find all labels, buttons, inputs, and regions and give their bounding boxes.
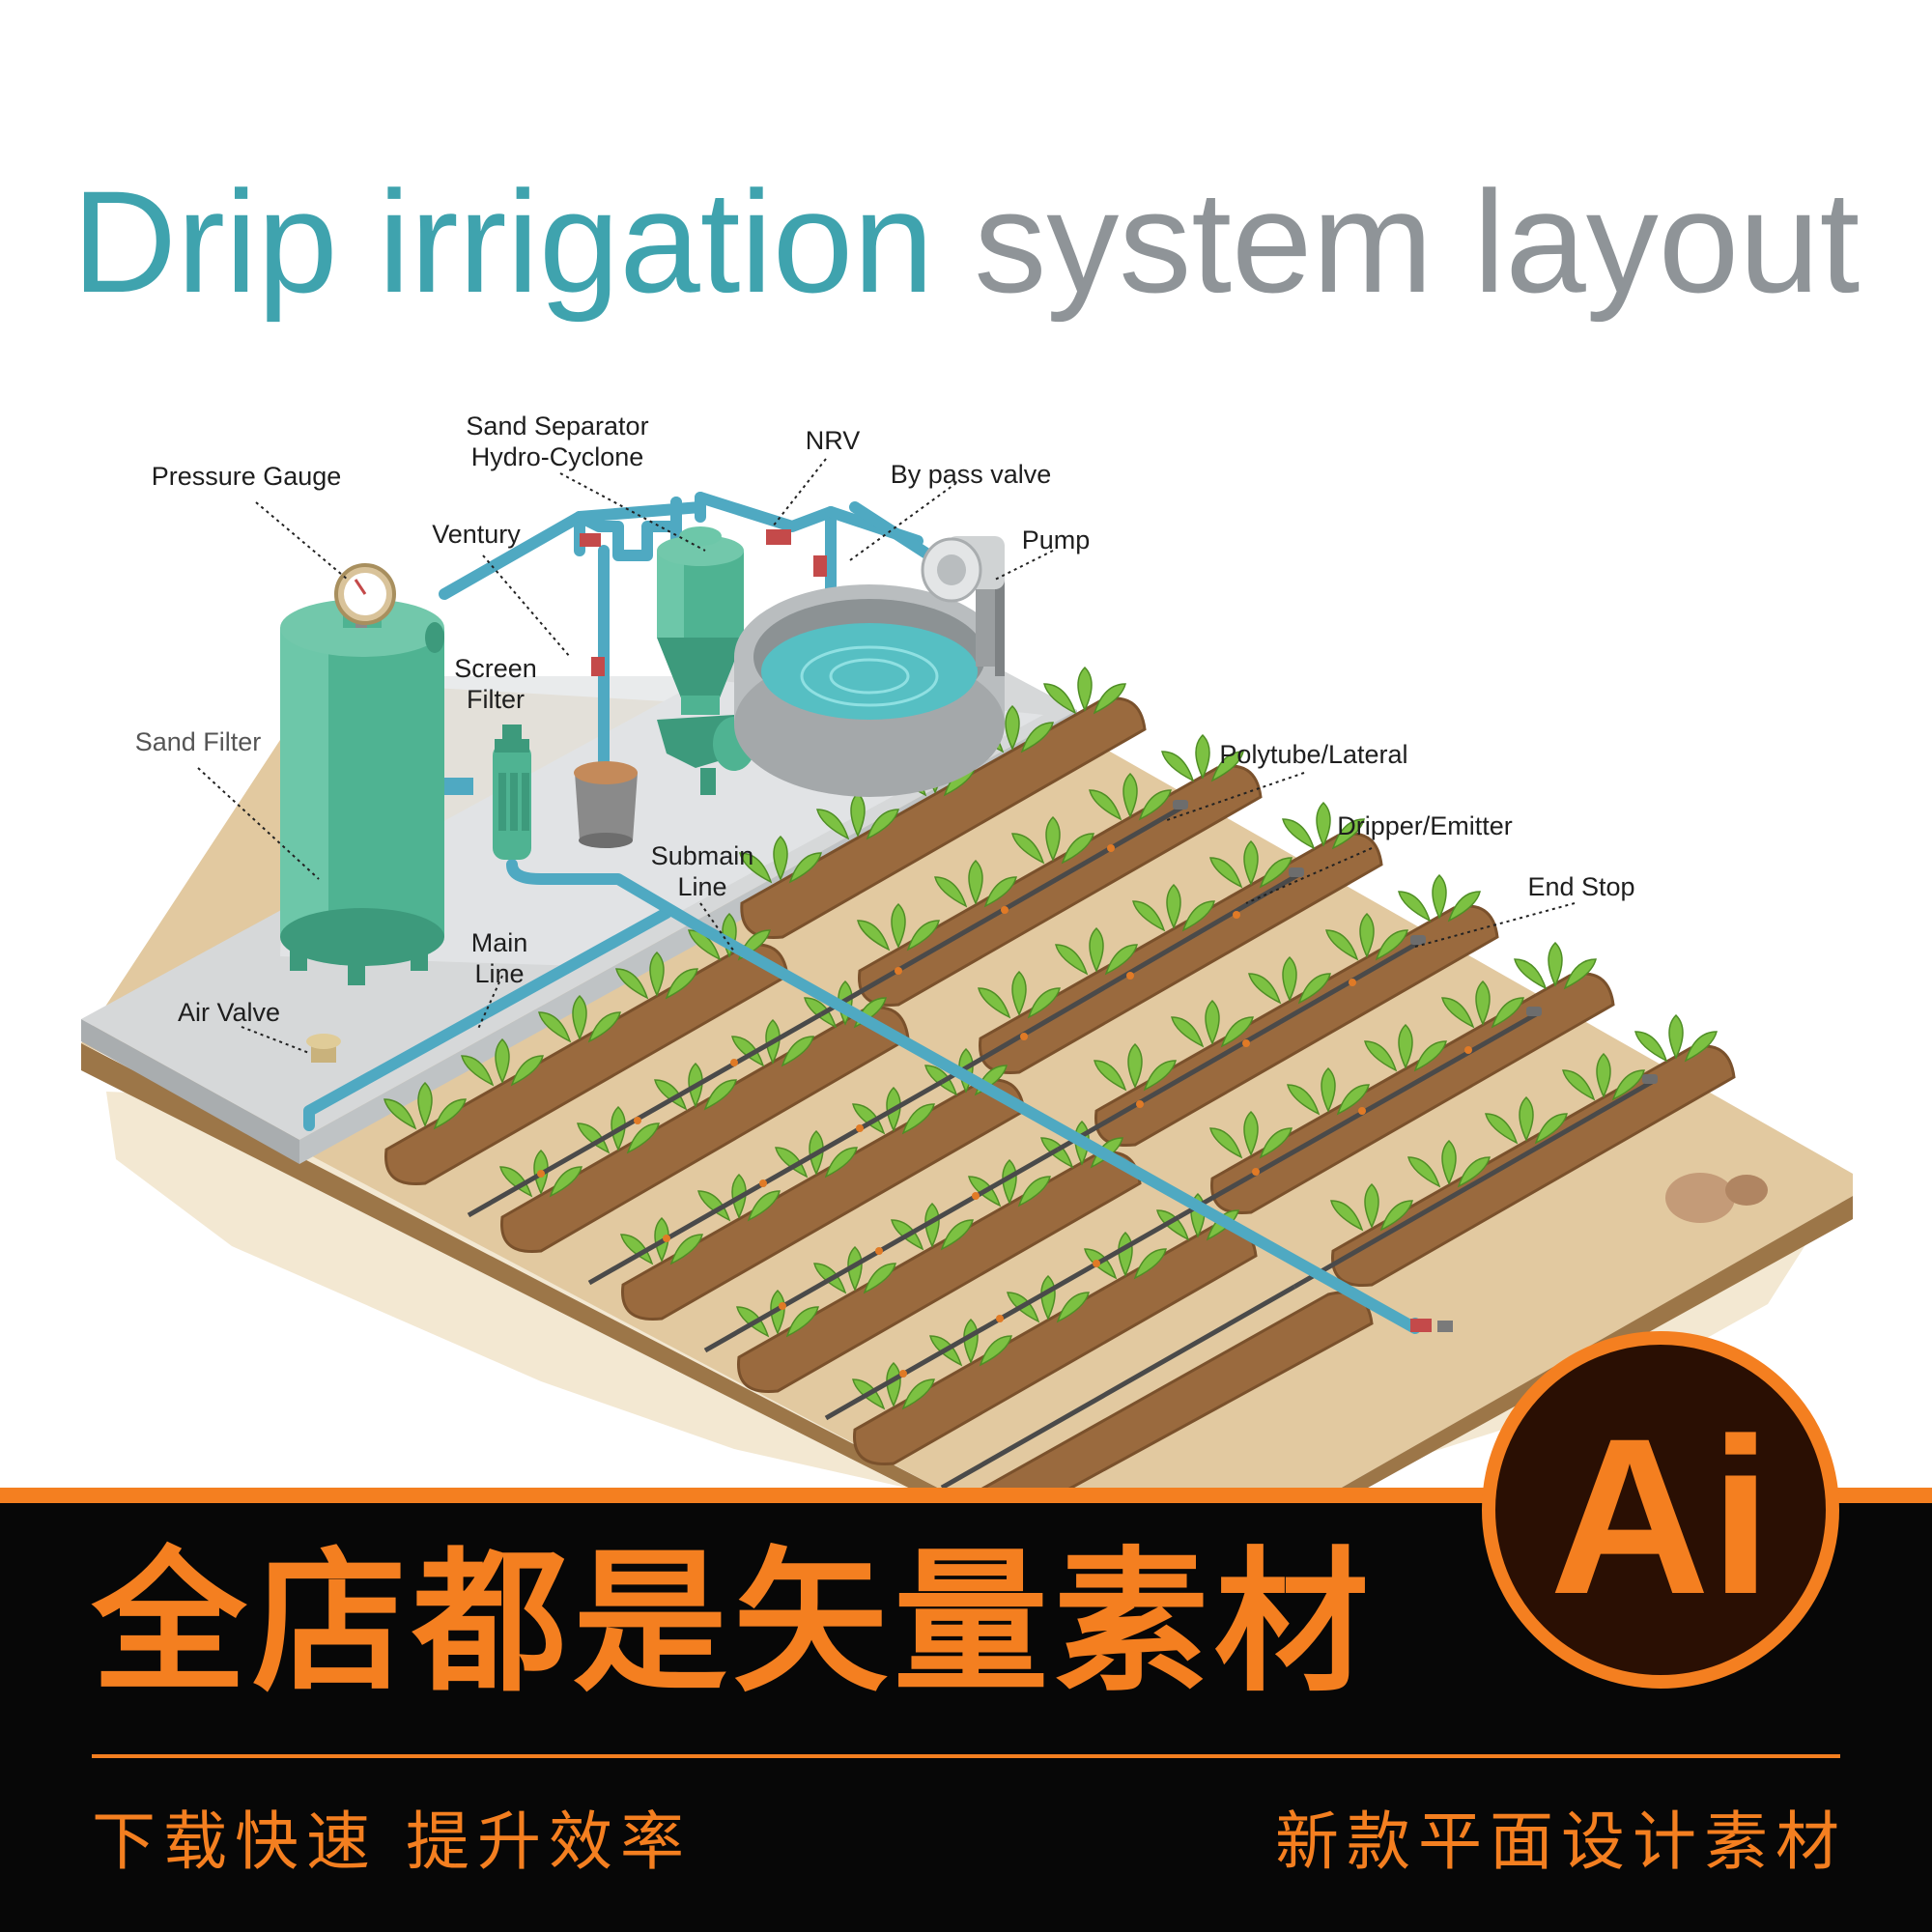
drippers [537,844,1472,1378]
page-title: Drip irrigation system layout [0,155,1932,328]
banner-headline: 全店都是矢量素材 [92,1532,1376,1713]
label-dripper: Dripper/Emitter [1337,811,1513,840]
label-sand-filter: Sand Filter [135,727,262,756]
ai-logo-text: Ai [1549,1392,1772,1640]
hydro-cyclone [657,526,755,795]
label-pump: Pump [1022,526,1091,554]
label-sand-separator-1: Sand Separator [466,412,648,440]
leader-lines [197,458,1576,1054]
label-mainline-2: Line [474,959,524,988]
label-submain-2: Line [677,872,726,901]
label-venturi: Ventury [432,520,521,549]
ai-logo-icon: Ai [1482,1331,1839,1689]
pump [921,536,1005,676]
label-mainline-1: Main [471,928,528,957]
banner-subtext-left: 下载快速 提升效率 [92,1804,692,1879]
title-grey-text: system layout [974,160,1861,323]
label-pressure-gauge: Pressure Gauge [152,462,342,491]
banner-subtext-right: 新款平面设计素材 [1275,1804,1847,1879]
banner-divider [92,1754,1840,1758]
label-submain-1: Submain [651,841,754,870]
pressure-gauge [334,563,396,628]
end-stops [1173,800,1658,1084]
labels: Pressure Gauge Sand Separator Hydro-Cycl… [135,412,1635,1027]
label-sand-separator-2: Hydro-Cyclone [471,442,644,471]
irrigation-diagram: Pressure Gauge Sand Separator Hydro-Cycl… [81,412,1853,1507]
label-polytube: Polytube/Lateral [1219,740,1407,769]
sand-filter [280,599,473,985]
label-screen-filter-2: Filter [467,685,525,714]
label-bypass-valve: By pass valve [891,460,1052,489]
title-accent-text: Drip irrigation [71,160,934,323]
screen-filter [493,724,531,860]
valves [580,529,1453,1332]
label-air-valve: Air Valve [178,998,280,1027]
label-screen-filter-1: Screen [454,654,537,683]
water-tank [734,584,1005,797]
label-nrv: NRV [806,426,861,455]
fertilizer-bucket [574,761,638,848]
label-end-stop: End Stop [1527,872,1634,901]
banner-stripe [0,1488,1932,1503]
air-valve [306,1034,341,1063]
